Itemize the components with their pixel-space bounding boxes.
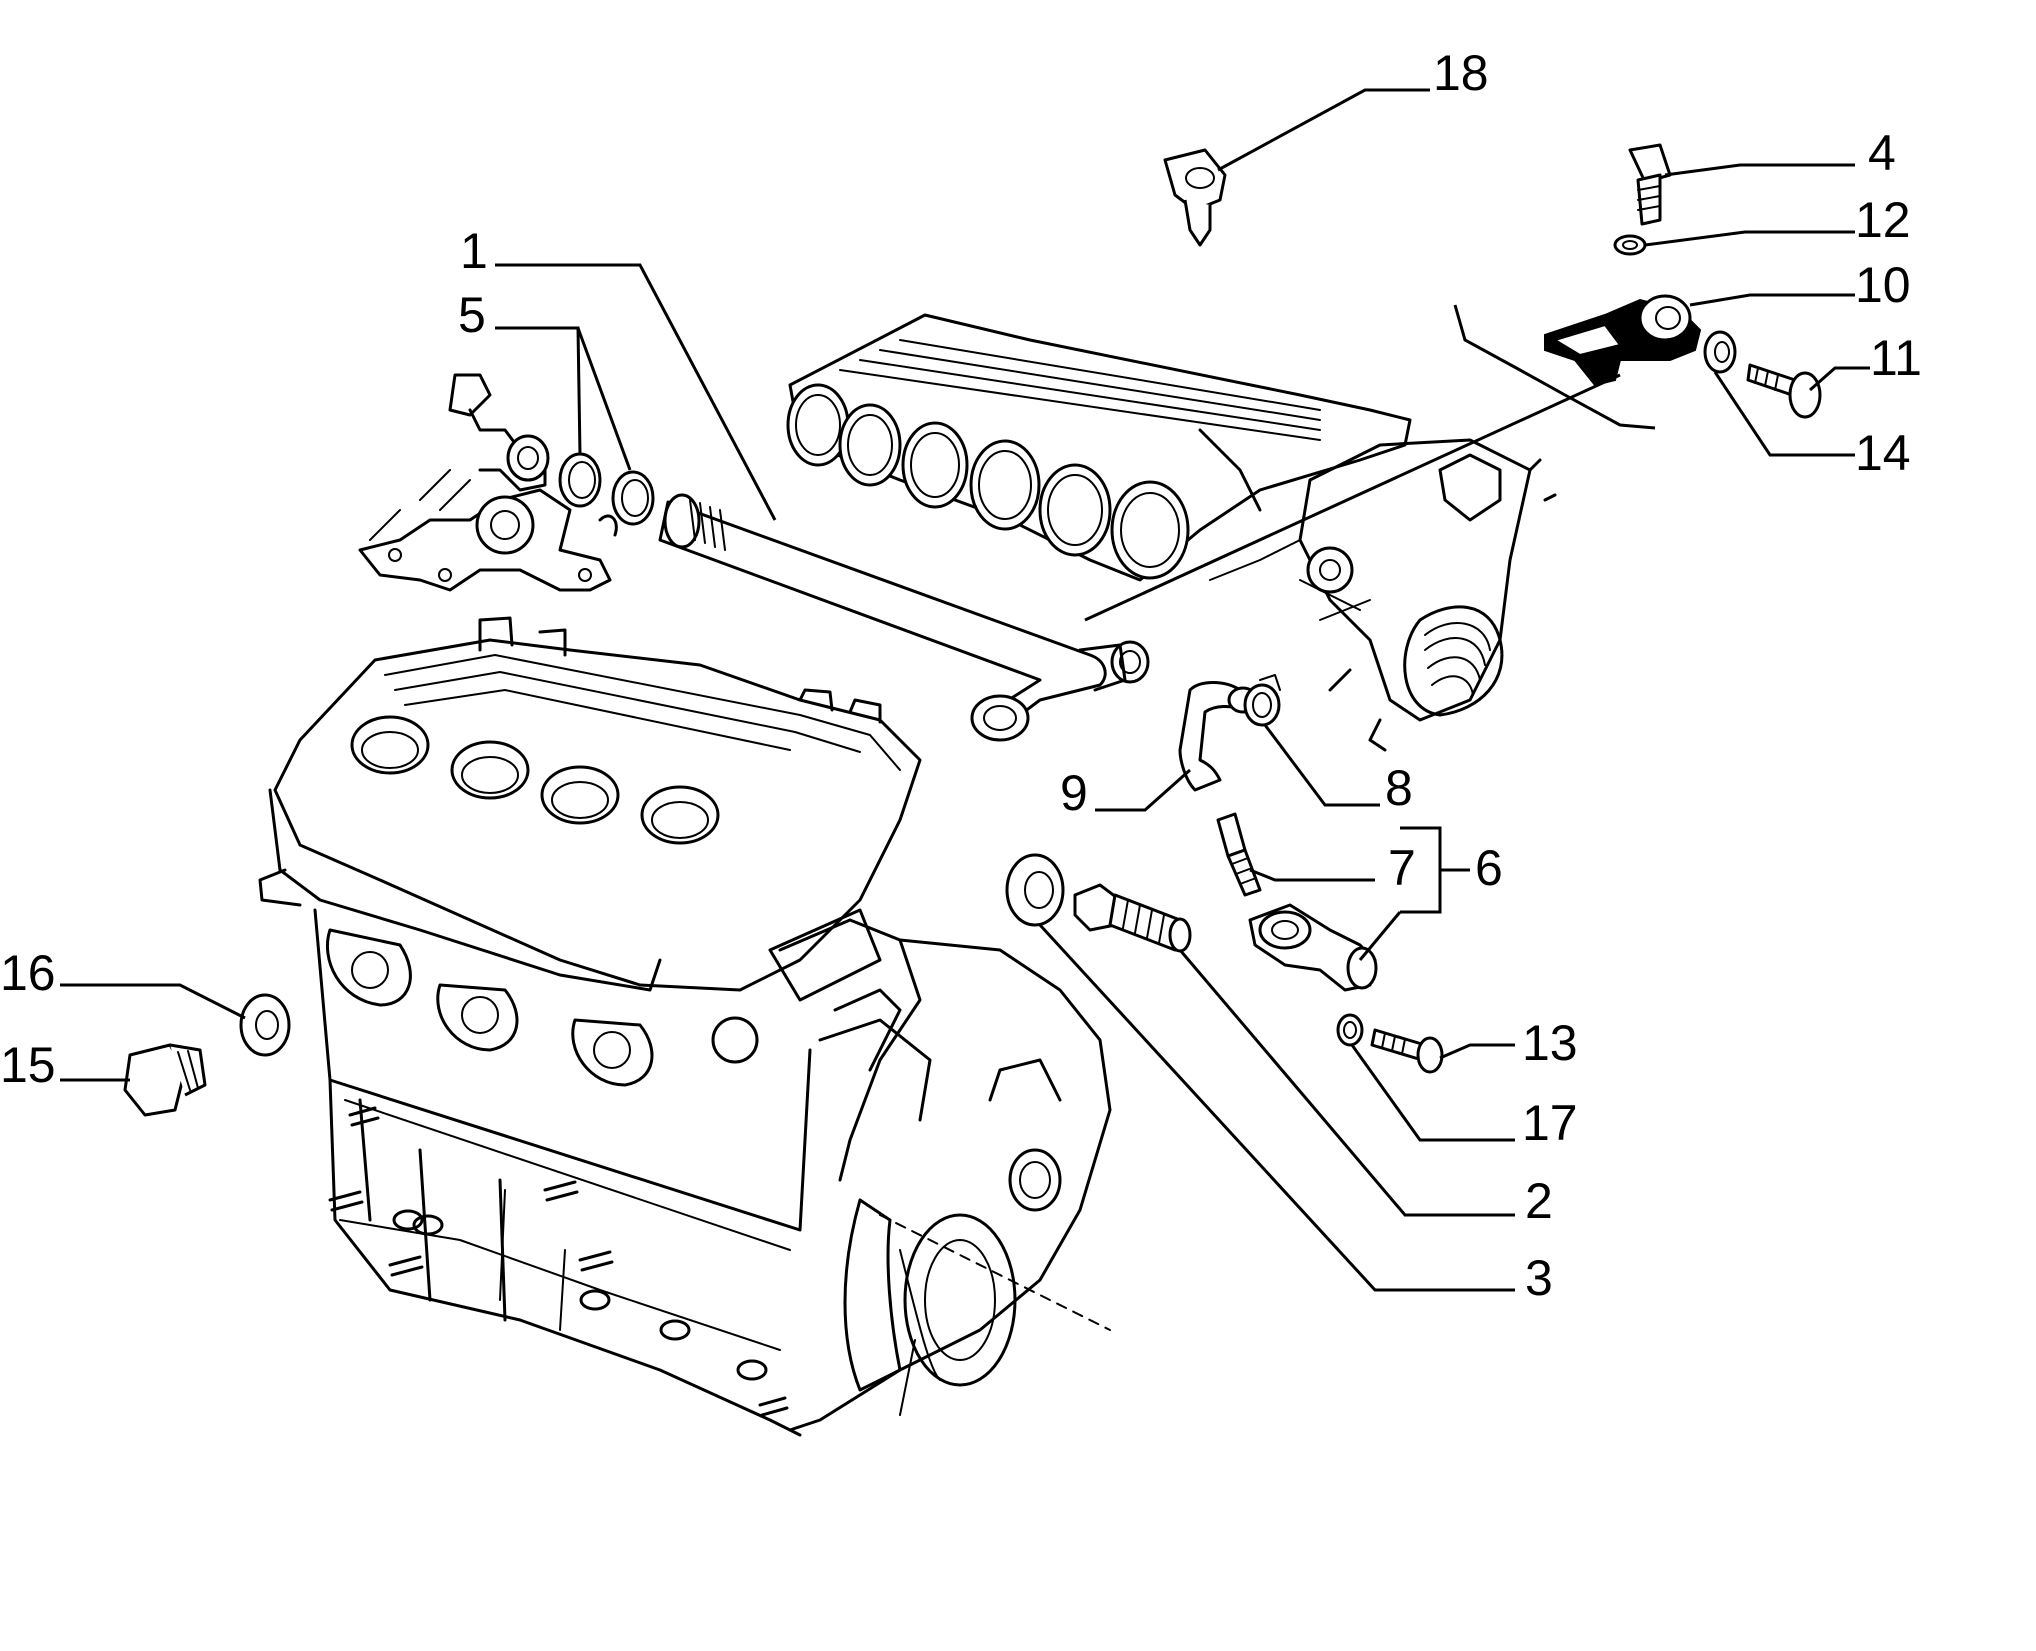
bracket-part-10 (1544, 294, 1702, 387)
washer-part-16 (239, 993, 291, 1057)
callout-1: 1 (460, 223, 488, 279)
callout-11: 11 (1870, 330, 1922, 386)
callout-10: 10 (1855, 257, 1911, 313)
callout-18: 18 (1433, 45, 1489, 101)
callout-5: 5 (458, 287, 486, 343)
bolt-part-13 (1370, 1028, 1444, 1074)
callout-9: 9 (1060, 765, 1088, 821)
callout-14: 14 (1855, 425, 1911, 481)
water-pump (358, 373, 618, 592)
callout-labels: 18 4 12 10 11 14 1 5 9 8 7 6 13 17 2 3 1… (0, 45, 1922, 1306)
callout-2: 2 (1525, 1173, 1553, 1229)
elbow-fitting-part-6 (1248, 903, 1378, 992)
bolt-part-4 (1628, 143, 1672, 226)
washer-part-14 (1703, 330, 1737, 374)
clip-part-18 (1163, 148, 1227, 247)
intake-manifold (786, 313, 1412, 582)
callout-7: 7 (1388, 840, 1416, 896)
sender-part-2 (1073, 883, 1192, 953)
washer-part-12 (1613, 234, 1647, 256)
engine-block (258, 616, 1112, 1437)
coolant-pipe-part-1 (658, 493, 1150, 742)
callout-4: 4 (1868, 125, 1896, 181)
leader-lines (60, 88, 1870, 1292)
callout-12: 12 (1855, 192, 1911, 248)
clamp-part-8 (1243, 674, 1281, 727)
callout-17: 17 (1522, 1095, 1578, 1151)
plug-part-15 (123, 1043, 207, 1117)
washer-part-17 (1336, 1013, 1364, 1047)
callout-6: 6 (1475, 840, 1503, 896)
washer-part-3 (1005, 853, 1065, 927)
throttle-body (1298, 438, 1557, 752)
o-rings-part-5 (558, 452, 655, 526)
screw-part-11 (1746, 363, 1822, 419)
stud-part-7 (1216, 812, 1262, 897)
callout-13: 13 (1522, 1015, 1578, 1071)
callout-8: 8 (1385, 760, 1413, 816)
callout-15: 15 (0, 1037, 56, 1093)
callout-16: 16 (0, 945, 56, 1001)
callout-3: 3 (1525, 1250, 1553, 1306)
